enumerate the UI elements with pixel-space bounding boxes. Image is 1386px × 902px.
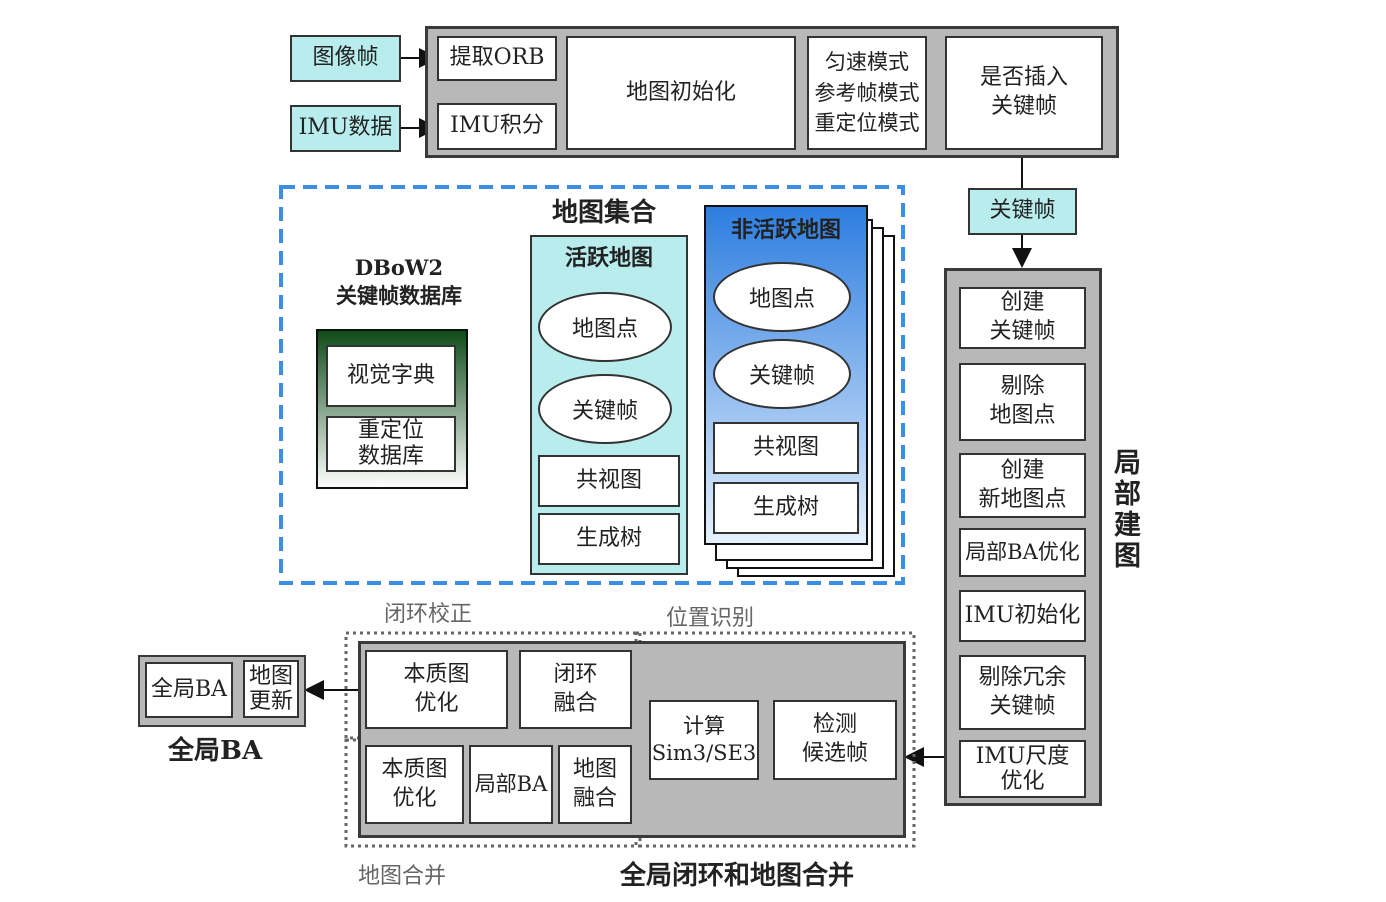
local-mapping-title: 局部建图 — [1114, 448, 1141, 573]
atlas-dashed-border — [279, 185, 905, 585]
inactive-map-title: 非活跃地图 — [730, 217, 841, 243]
global-ba-title: 全局BA — [168, 736, 263, 766]
detect-candidates-box: 检测 候选帧 — [773, 700, 897, 780]
tracking-modes-box: 匀速模式 参考帧模式 重定位模式 — [807, 36, 927, 150]
local-mapping-step-3: 创建 新地图点 — [959, 453, 1086, 518]
extract-orb-box: 提取ORB — [437, 36, 557, 81]
dbow-title: DBoW2 关键帧数据库 — [336, 255, 462, 309]
loop-fusion-box: 闭环 融合 — [519, 650, 632, 729]
visual-vocabulary-box: 视觉字典 — [326, 345, 456, 407]
local-ba-box: 局部BA — [469, 745, 553, 824]
local-mapping-step-1: 创建 关键帧 — [959, 287, 1086, 349]
local-mapping-step-5: IMU初始化 — [959, 590, 1086, 642]
map-update-box: 地图 更新 — [243, 660, 299, 718]
compute-sim3-box: 计算 Sim3/SE3 — [649, 700, 759, 780]
inactive-covisibility-graph-box: 共视图 — [713, 422, 859, 474]
inactive-spanning-tree-box: 生成树 — [713, 482, 859, 534]
map-fusion-box: 地图 融合 — [558, 745, 632, 824]
local-mapping-step-7: IMU尺度 优化 — [959, 740, 1086, 798]
local-mapping-step-4: 局部BA优化 — [959, 528, 1086, 577]
relocalization-database-box: 重定位 数据库 — [326, 416, 456, 472]
loop-correction-label: 闭环校正 — [384, 602, 473, 627]
active-covisibility-graph-box: 共视图 — [538, 455, 680, 507]
imu-integration-box: IMU积分 — [437, 103, 557, 150]
essential-graph-opt-loop-box: 本质图 优化 — [365, 650, 508, 729]
atlas-title: 地图集合 — [552, 198, 657, 228]
inactive-map-points-node: 地图点 — [713, 262, 851, 332]
place-recognition-label: 位置识别 — [666, 606, 755, 631]
essential-graph-opt-merge-box: 本质图 优化 — [365, 745, 464, 824]
active-map-points-node: 地图点 — [538, 292, 672, 362]
image-frame-input: 图像帧 — [290, 35, 401, 82]
inactive-keyframes-node: 关键帧 — [713, 339, 851, 409]
global-ba-box: 全局BA — [145, 662, 233, 718]
loop-merge-title: 全局闭环和地图合并 — [620, 861, 855, 891]
imu-data-input: IMU数据 — [290, 105, 401, 152]
map-initialization-box: 地图初始化 — [566, 36, 796, 150]
keyframe-tag: 关键帧 — [968, 188, 1077, 235]
local-mapping-step-6: 剔除冗余 关键帧 — [959, 655, 1086, 730]
active-spanning-tree-box: 生成树 — [538, 513, 680, 565]
map-merge-label: 地图合并 — [358, 864, 447, 889]
active-map-title: 活跃地图 — [564, 245, 653, 271]
local-mapping-step-2: 剔除 地图点 — [959, 363, 1086, 441]
insert-keyframe-decision-box: 是否插入 关键帧 — [945, 36, 1103, 150]
active-keyframes-node: 关键帧 — [538, 374, 672, 444]
